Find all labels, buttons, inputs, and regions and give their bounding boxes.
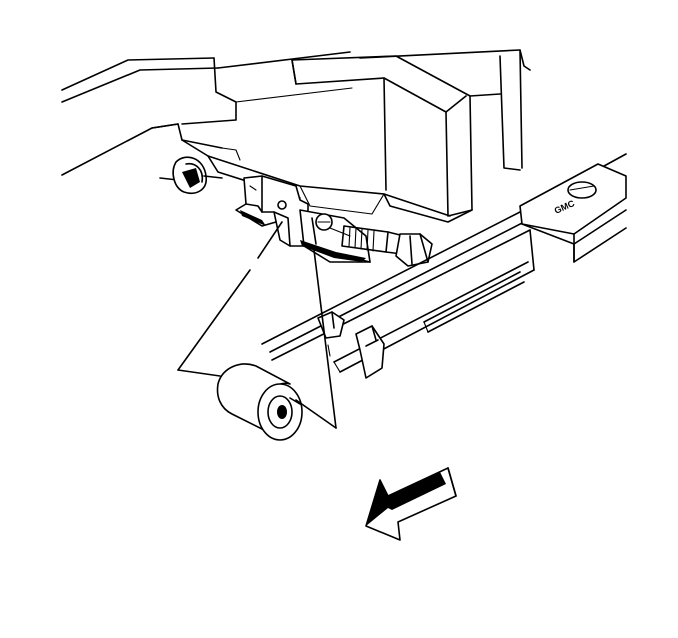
- vehicle-frame-body: [61, 49, 531, 223]
- leaf-spring: GMC: [261, 153, 627, 373]
- front-direction-arrow: [365, 467, 457, 541]
- front-spring-hanger-bracket: [235, 175, 371, 263]
- spring-eye-bushing: [216, 363, 303, 441]
- spring-eye-bolt: [341, 225, 433, 267]
- alignment-leader-lines: [177, 221, 337, 429]
- spring-eye-nut: [159, 156, 223, 194]
